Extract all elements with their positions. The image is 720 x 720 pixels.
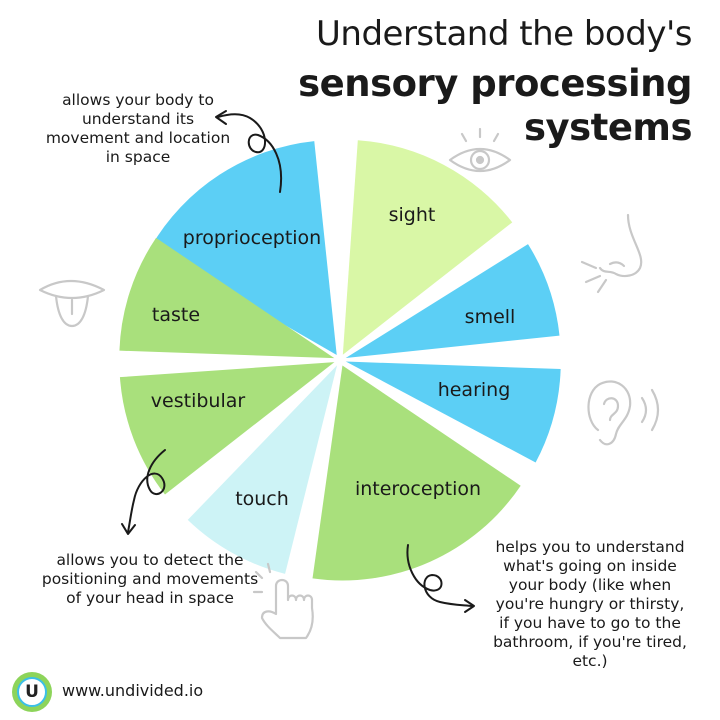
page-title-line1: Understand the body's (316, 14, 692, 54)
ear-icon (587, 380, 660, 446)
website-url: www.undivided.io (62, 681, 204, 700)
segment-hearing (345, 361, 561, 463)
logo-letter: U (17, 677, 47, 707)
label-touch: touch (235, 488, 289, 510)
label-vestibular: vestibular (151, 390, 246, 412)
label-sight: sight (389, 204, 436, 226)
arrow-to-interoception-note (406, 544, 475, 613)
segment-vestibular (119, 362, 335, 495)
note-vestibular: allows you to detect the positioning and… (41, 551, 259, 607)
eye-icon (448, 127, 512, 172)
segment-smell (345, 244, 560, 359)
pointing-hand-icon (252, 562, 314, 640)
note-proprioception: allows your body to understand its movem… (45, 91, 231, 166)
arrow-to-proprioception-note (215, 110, 283, 193)
segment-taste (119, 237, 335, 359)
label-proprioception: proprioception (183, 227, 321, 249)
arrow-to-vestibular-note (121, 449, 166, 535)
undivided-logo: U (12, 672, 52, 712)
segment-proprioception (150, 141, 337, 355)
tongue-icon (38, 280, 106, 328)
segment-touch (187, 365, 338, 574)
segment-interoception (312, 365, 521, 581)
segment-sight (342, 140, 513, 355)
label-smell: smell (465, 306, 516, 328)
note-interoception: helps you to understand what's going on … (493, 538, 687, 670)
label-taste: taste (152, 304, 200, 326)
label-hearing: hearing (438, 379, 511, 401)
page-title-line2: sensory processing systems (298, 62, 692, 149)
nose-icon (580, 213, 643, 294)
label-interoception: interoception (355, 478, 481, 500)
